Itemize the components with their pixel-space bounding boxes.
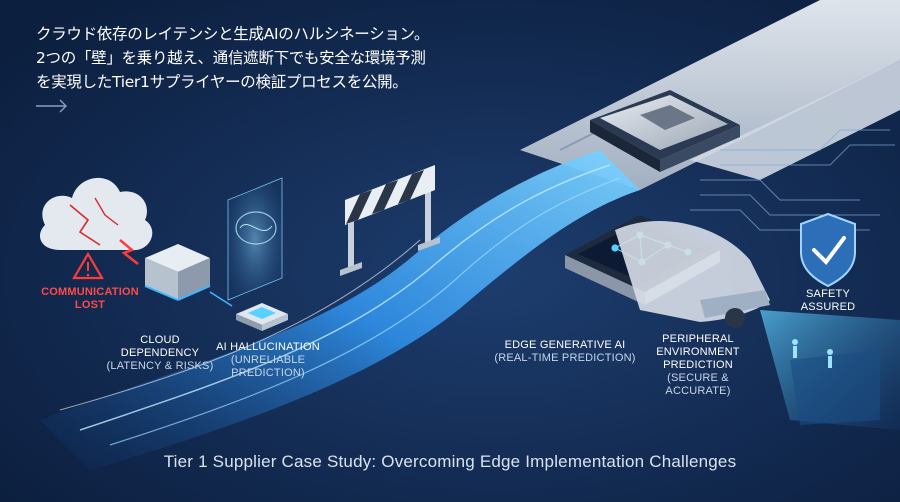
hallucination-chip (236, 303, 288, 331)
car-icon (615, 221, 770, 328)
lightning-icon (119, 239, 139, 265)
peripheral-prediction-line-5: ACCURATE) (665, 385, 731, 397)
peripheral-prediction-line-4: (SECURE & (667, 372, 729, 384)
data-flow-road (40, 150, 640, 470)
safety-assured-line-2: ASSURED (800, 301, 856, 313)
communication-lost-line-1: COMMUNICATION (41, 286, 139, 298)
pedestrian-icon (792, 339, 833, 368)
peripheral-prediction-line-1: PERIPHERAL (662, 333, 734, 345)
ai-hallucination-line-3: PREDICTION) (231, 367, 305, 379)
footer-caption: Tier 1 Supplier Case Study: Overcoming E… (163, 452, 737, 471)
shield-check-icon (800, 212, 856, 288)
cloud-dependency-label: CLOUD DEPENDENCY (LATENCY & RISKS) (100, 334, 220, 373)
heading-line-1: クラウド依存のレイテンシと生成AIのハルシネーション。 (36, 25, 430, 43)
cloud-dependency-line-3: (LATENCY & RISKS) (106, 360, 214, 372)
heading-line-3: を実現したTier1サプライヤーの検証プロセスを公開。 (36, 73, 408, 91)
safety-assured-label: SAFETY ASSURED (790, 288, 866, 314)
ai-hallucination-line-1: AI HALLUCINATION (216, 341, 320, 353)
cloud-icon (40, 177, 153, 251)
warning-icon (72, 251, 104, 280)
barrier-icon (340, 165, 440, 276)
page-heading: クラウド依存のレイテンシと生成AIのハルシネーション。 2つの「壁」を乗り越え、… (36, 22, 429, 94)
peripheral-prediction-line-3: PREDICTION (663, 359, 733, 371)
cloud-dependency-line-1: CLOUD (140, 334, 180, 346)
communication-lost-line-2: LOST (74, 299, 106, 311)
edge-generative-ai-label: EDGE GENERATIVE AI (REAL-TIME PREDICTION… (490, 339, 640, 365)
edge-generative-ai-line-1: EDGE GENERATIVE AI (504, 339, 626, 351)
chip-icon (590, 90, 740, 172)
brain-hologram-icon (227, 177, 283, 301)
peripheral-prediction-label: PERIPHERAL ENVIRONMENT PREDICTION (SECUR… (648, 333, 748, 398)
ai-hallucination-line-2: (UNRELIABLE (230, 354, 306, 366)
arrow-right-icon (36, 99, 67, 113)
ai-hallucination-label: AI HALLUCINATION (UNRELIABLE PREDICTION) (208, 341, 328, 380)
communication-lost-label: COMMUNICATION LOST (38, 286, 142, 312)
safety-assured-line-1: SAFETY (806, 288, 850, 300)
cloud-dependency-line-2: DEPENDENCY (120, 347, 200, 359)
peripheral-prediction-line-2: ENVIRONMENT (656, 346, 740, 358)
heading-line-2: 2つの「壁」を乗り越え、通信遮断下でも安全な環境予測 (36, 49, 426, 67)
edge-generative-ai-line-2: (REAL-TIME PREDICTION) (494, 352, 636, 364)
server-cube-icon (144, 244, 211, 301)
